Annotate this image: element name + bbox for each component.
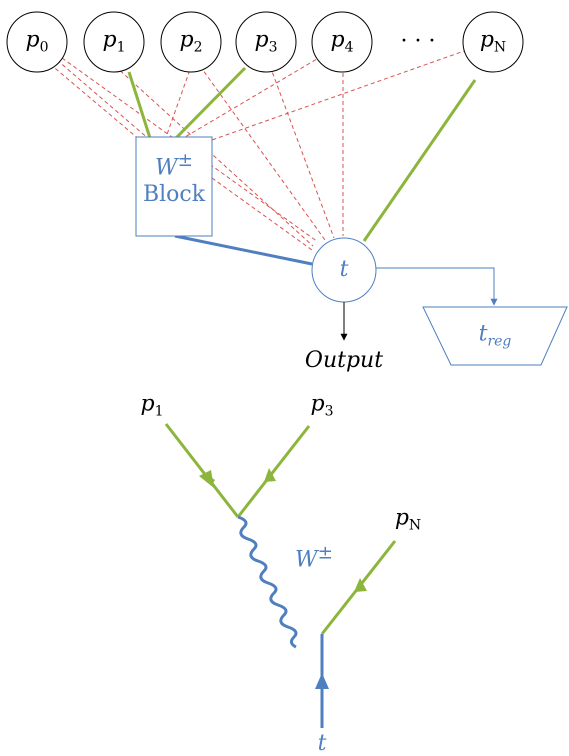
node-p1 bbox=[83, 11, 145, 73]
arrow-p1-head bbox=[199, 470, 214, 488]
node-p0-label: p0 bbox=[25, 27, 49, 56]
feynman-p3-label: p3 bbox=[310, 391, 334, 420]
feynman-p1-label: p1 bbox=[140, 391, 164, 420]
dash-p3-t bbox=[269, 65, 335, 239]
dash-p2-block bbox=[164, 63, 193, 141]
green-connections bbox=[127, 66, 477, 242]
t-arrow bbox=[315, 673, 329, 689]
ellipsis-label: · · · bbox=[400, 29, 436, 54]
dashed-connections bbox=[49, 49, 468, 251]
w-block-label: W± Block bbox=[142, 150, 206, 207]
node-p2 bbox=[160, 11, 222, 73]
feynman-pN-label: pN bbox=[394, 505, 422, 534]
dash-block-t-a bbox=[211, 177, 313, 251]
dash-p1-t bbox=[114, 65, 314, 247]
boson-wavy-line bbox=[237, 515, 298, 649]
green-p3-block bbox=[174, 66, 247, 140]
feynman-t-label: t bbox=[317, 731, 327, 756]
node-pN-label: pN bbox=[479, 27, 507, 56]
dash-pN-block bbox=[211, 49, 468, 141]
dash-p0-block bbox=[56, 59, 151, 141]
node-p4 bbox=[311, 11, 373, 73]
feynman-arrows bbox=[199, 468, 367, 592]
dash-p2-t bbox=[199, 65, 326, 241]
treg-label: treg bbox=[478, 321, 512, 350]
node-p0 bbox=[6, 11, 68, 73]
w-block-box bbox=[135, 136, 213, 237]
t-node-label: t bbox=[339, 257, 349, 282]
blue-block-t bbox=[174, 234, 313, 266]
node-pN bbox=[462, 11, 524, 73]
input-nodes bbox=[6, 11, 524, 73]
treg-trapezoid bbox=[422, 306, 568, 366]
fermion-p3 bbox=[236, 425, 311, 518]
fermion-p1 bbox=[164, 423, 240, 518]
dash-p0-block-2 bbox=[49, 63, 141, 141]
arrow-pN-head bbox=[354, 578, 367, 592]
treg-arrow bbox=[376, 267, 498, 306]
node-p1-label: p1 bbox=[102, 27, 126, 56]
output-label: Output bbox=[304, 348, 384, 373]
node-p2-label: p2 bbox=[179, 27, 203, 56]
node-p4-label: p4 bbox=[330, 27, 354, 56]
node-p3-label: p3 bbox=[254, 27, 278, 56]
green-pN-t bbox=[362, 79, 477, 242]
node-p3 bbox=[235, 11, 297, 73]
green-p1-block bbox=[127, 71, 152, 139]
feynman-lines bbox=[164, 423, 397, 635]
feynman-boson-label: W± bbox=[295, 542, 333, 573]
arrow-p3-head bbox=[264, 468, 276, 482]
